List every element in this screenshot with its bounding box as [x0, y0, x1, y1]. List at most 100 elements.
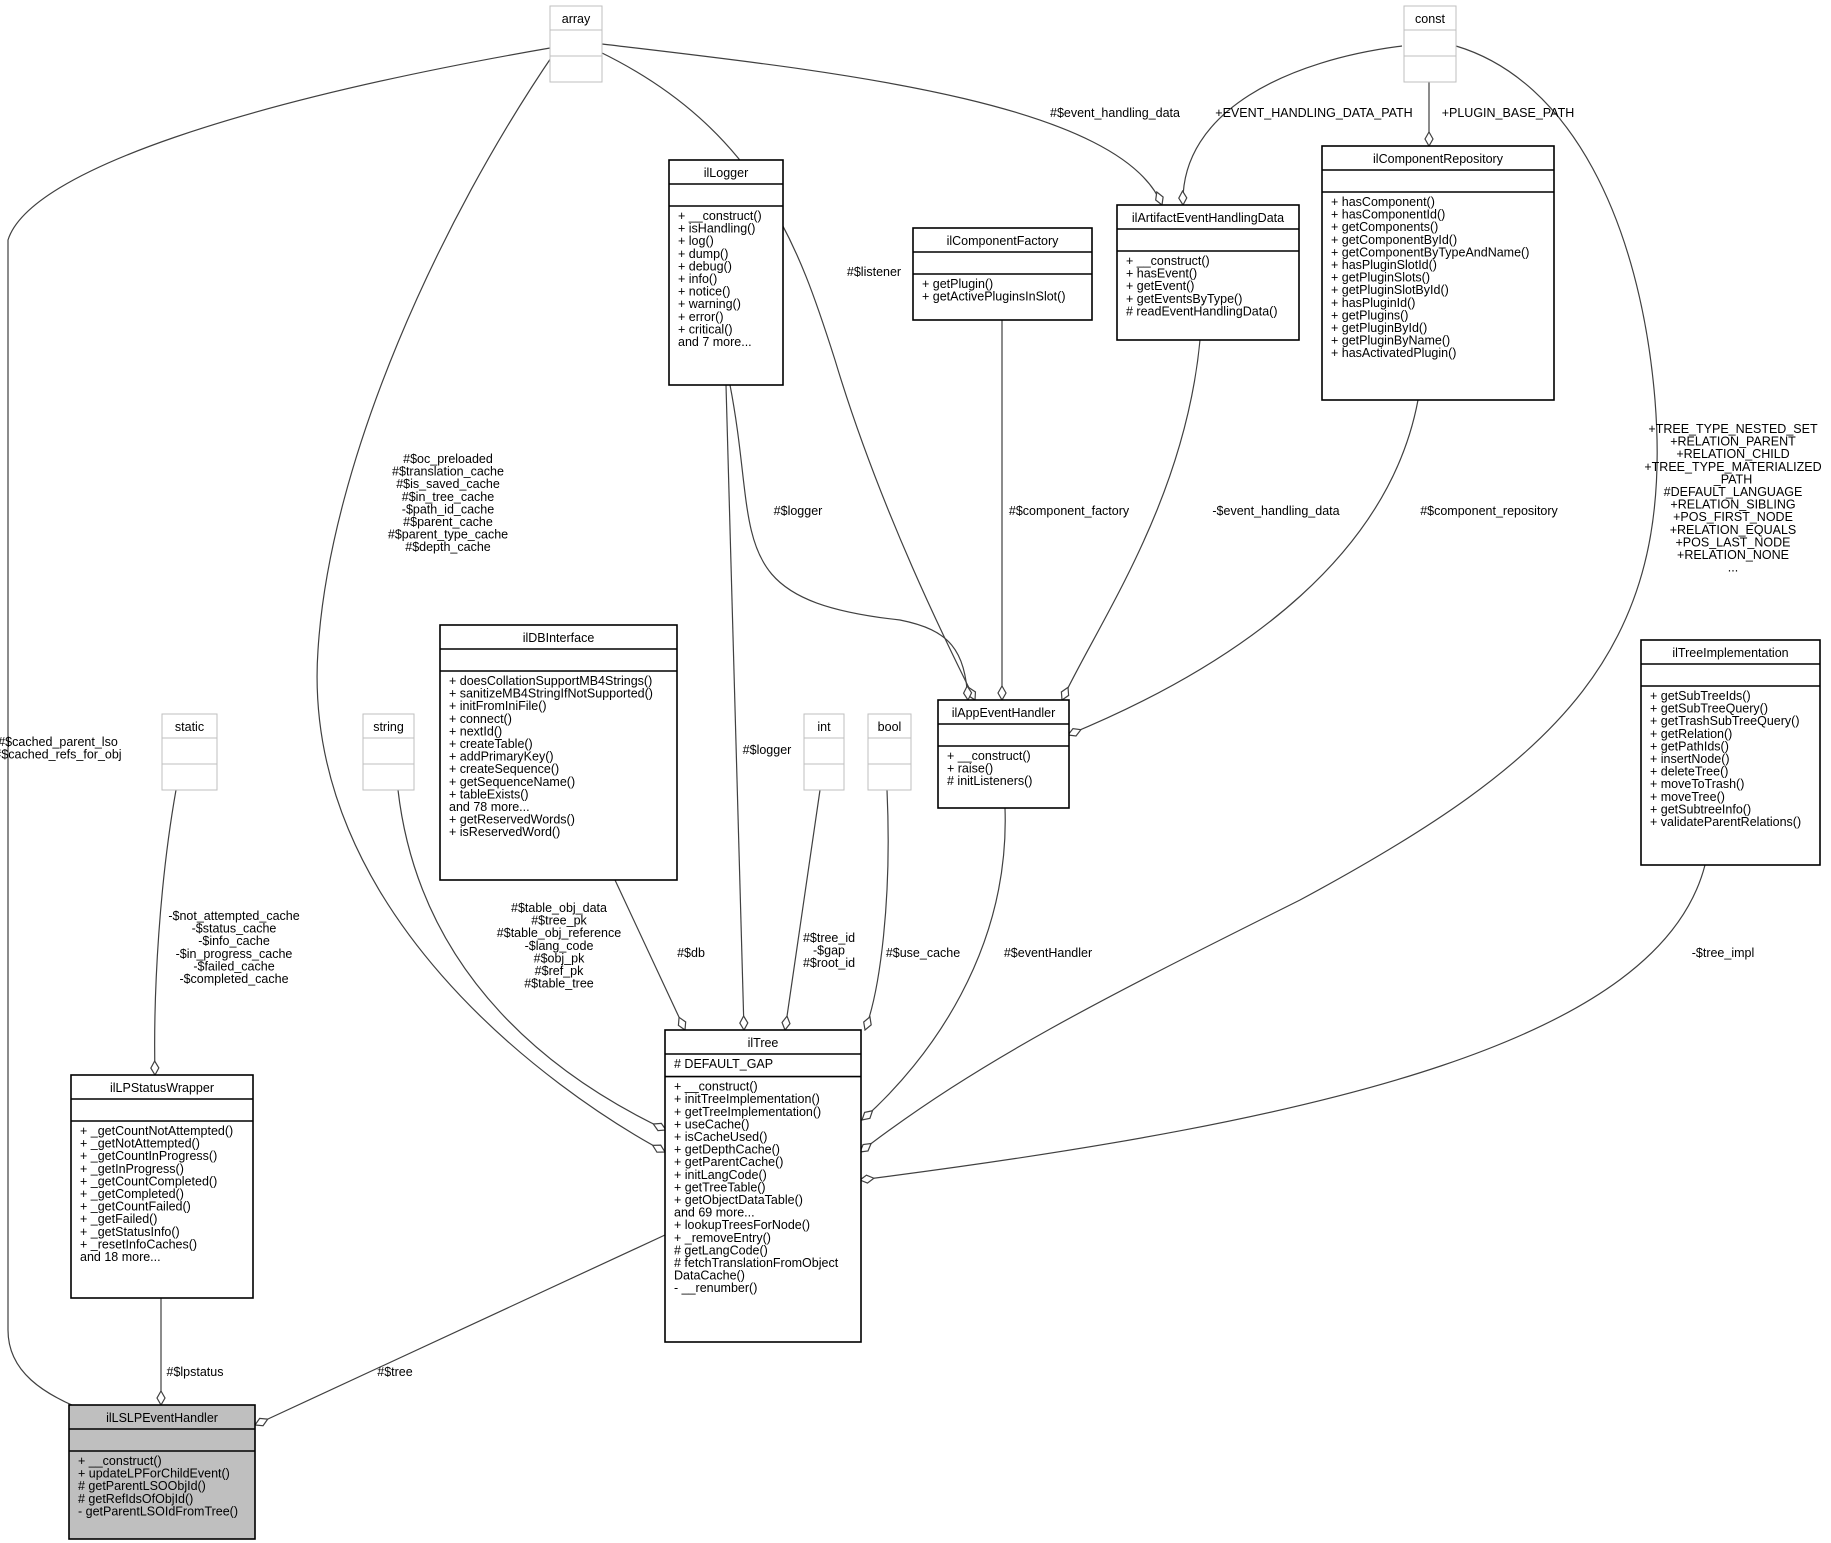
class-node-ilcomponentrepository: ilComponentRepository+ hasComponent()+ h…: [1321, 145, 1555, 401]
class-member: DataCache(): [674, 1269, 745, 1283]
edge-label-line: +TREE_TYPE_MATERIALIZED: [1644, 460, 1821, 474]
edge-label-line: -$lang_code: [525, 939, 594, 953]
class-name: ilTreeImplementation: [1672, 646, 1788, 660]
edge-int-to-iltree: [785, 789, 821, 1030]
edge-label-line: #$component_factory: [1009, 504, 1130, 518]
edge-label-lpstatus: #$lpstatus: [167, 1365, 224, 1379]
class-name: array: [562, 12, 591, 26]
class-member: + _getStatusInfo(): [80, 1225, 180, 1239]
edge-label-line: #$parent_cache: [403, 515, 493, 529]
class-member: + hasComponentId(): [1331, 208, 1445, 222]
class-name: ilAppEventHandler: [952, 706, 1056, 720]
class-fill: [665, 1030, 861, 1342]
edge-label-line: #$logger: [774, 504, 823, 518]
edge-label-event-handler: #$eventHandler: [1004, 946, 1092, 960]
class-member: + validateParentRelations(): [1650, 815, 1801, 829]
edge-label-line: #$root_id: [803, 956, 855, 970]
edge-label-line: +RELATION_SIBLING: [1670, 498, 1795, 512]
class-member: + insertNode(): [1650, 752, 1730, 766]
class-member: + _getCountFailed(): [80, 1200, 191, 1214]
edge-label-use-cache: #$use_cache: [886, 946, 960, 960]
class-name: static: [175, 720, 204, 734]
class-node-illogger: ilLogger+ __construct()+ isHandling()+ l…: [668, 159, 784, 386]
class-member: + error(): [678, 310, 724, 324]
class-member: + _getCountInProgress(): [80, 1149, 217, 1163]
class-member: + isCacheUsed(): [674, 1130, 767, 1144]
class-border: [937, 699, 1070, 809]
edge-label-line: #$listener: [847, 265, 901, 279]
class-member: + warning(): [678, 297, 741, 311]
class-member: + getActivePluginsInSlot(): [922, 290, 1065, 304]
class-member: + critical(): [678, 322, 733, 336]
edge-label-line: #$ref_pk: [535, 964, 584, 978]
class-name: string: [373, 720, 404, 734]
edge-label-component-repository: #$component_repository: [1420, 504, 1558, 518]
edge-label-line: _PATH: [1713, 472, 1752, 486]
edge-label-line: -$failed_cache: [193, 959, 274, 973]
class-border: [68, 1404, 256, 1540]
edge-label-line: -$status_cache: [192, 922, 277, 936]
class-border: [664, 1029, 862, 1343]
edge-illogger-to-ilappeventhandler: [729, 384, 968, 700]
edge-label-line: +EVENT_HANDLING_DATA_PATH: [1215, 106, 1412, 120]
class-member: + initFromIniFile(): [449, 699, 547, 713]
class-node-bool: bool: [867, 713, 912, 791]
edge-label-line: +RELATION_PARENT: [1670, 435, 1796, 449]
class-fill: [1322, 146, 1554, 400]
class-member: + lookupTreesForNode(): [674, 1218, 810, 1232]
class-fill: [1641, 640, 1820, 865]
class-member: + notice(): [678, 285, 730, 299]
edge-label-line: #$depth_cache: [405, 540, 491, 554]
edge-label-line: #$component_repository: [1420, 504, 1558, 518]
class-member: + addPrimaryKey(): [449, 750, 554, 764]
edge-string-to-iltree: [397, 789, 666, 1130]
edge-label-logger-app: #$logger: [774, 504, 823, 518]
class-fill: [868, 714, 911, 790]
class-member: + getRelation(): [1650, 727, 1732, 741]
class-fill: [669, 160, 783, 385]
class-member: + useCache(): [674, 1117, 749, 1131]
class-node-iltree: ilTree# DEFAULT_GAP+ __construct()+ init…: [664, 1029, 862, 1343]
edge-label-component-factory: #$component_factory: [1009, 504, 1130, 518]
class-member: + getComponentById(): [1331, 233, 1457, 247]
edge-label-line: #$table_obj_reference: [497, 926, 621, 940]
class-border: [1403, 5, 1457, 83]
edge-label-int-fields: #$tree_id-$gap#$root_id: [803, 931, 855, 970]
edge-label-line: -$completed_cache: [179, 972, 288, 986]
edge-ilartifacteventhandlingdata-to-ilappeventhandler: [1062, 339, 1201, 700]
class-member: + getPluginByName(): [1331, 334, 1450, 348]
class-name: bool: [878, 720, 902, 734]
class-member: + getEvent(): [1126, 279, 1194, 293]
edge-label-static-caches: -$not_attempted_cache-$status_cache-$inf…: [168, 909, 299, 986]
class-member: + _getNotAttempted(): [80, 1137, 200, 1151]
edge-label-line: #$is_saved_cache: [396, 477, 500, 491]
edge-label-line: #$table_tree: [524, 977, 594, 991]
class-fill: [162, 714, 217, 790]
edge-label-line: +POS_LAST_NODE: [1676, 535, 1791, 549]
class-member: + getSubTreeQuery(): [1650, 702, 1768, 716]
class-border: [549, 5, 603, 83]
class-fill: [550, 6, 602, 82]
class-member: + getTreeTable(): [674, 1180, 766, 1194]
class-member: + initLangCode(): [674, 1168, 767, 1182]
class-member: + getSubtreeInfo(): [1650, 802, 1751, 816]
edge-label-line: #$table_obj_data: [511, 901, 607, 915]
class-member: - getParentLSOIdFromTree(): [78, 1504, 238, 1518]
class-member: + dump(): [678, 247, 728, 261]
class-member: + sanitizeMB4StringIfNotSupported(): [449, 687, 653, 701]
class-fill: [69, 1405, 255, 1539]
edge-label-line: -$event_handling_data: [1212, 504, 1339, 518]
class-member: + getComponentByTypeAndName(): [1331, 245, 1529, 259]
edge-label-line: #$db: [677, 946, 705, 960]
edge-ilappeventhandler-to-iltree: [862, 807, 1006, 1120]
class-member: + getSubTreeIds(): [1650, 689, 1751, 703]
class-name: ilLPStatusWrapper: [110, 1081, 214, 1095]
edge-label-line: #$eventHandler: [1004, 946, 1092, 960]
class-node-static: static: [161, 713, 218, 791]
class-border: [1321, 145, 1555, 401]
class-border: [362, 713, 415, 791]
edge-label-line: +TREE_TYPE_NESTED_SET: [1648, 422, 1818, 436]
class-member: + getPlugins(): [1331, 308, 1408, 322]
edge-label-logger-tree: #$logger: [743, 743, 792, 757]
class-name: ilComponentFactory: [947, 234, 1060, 248]
